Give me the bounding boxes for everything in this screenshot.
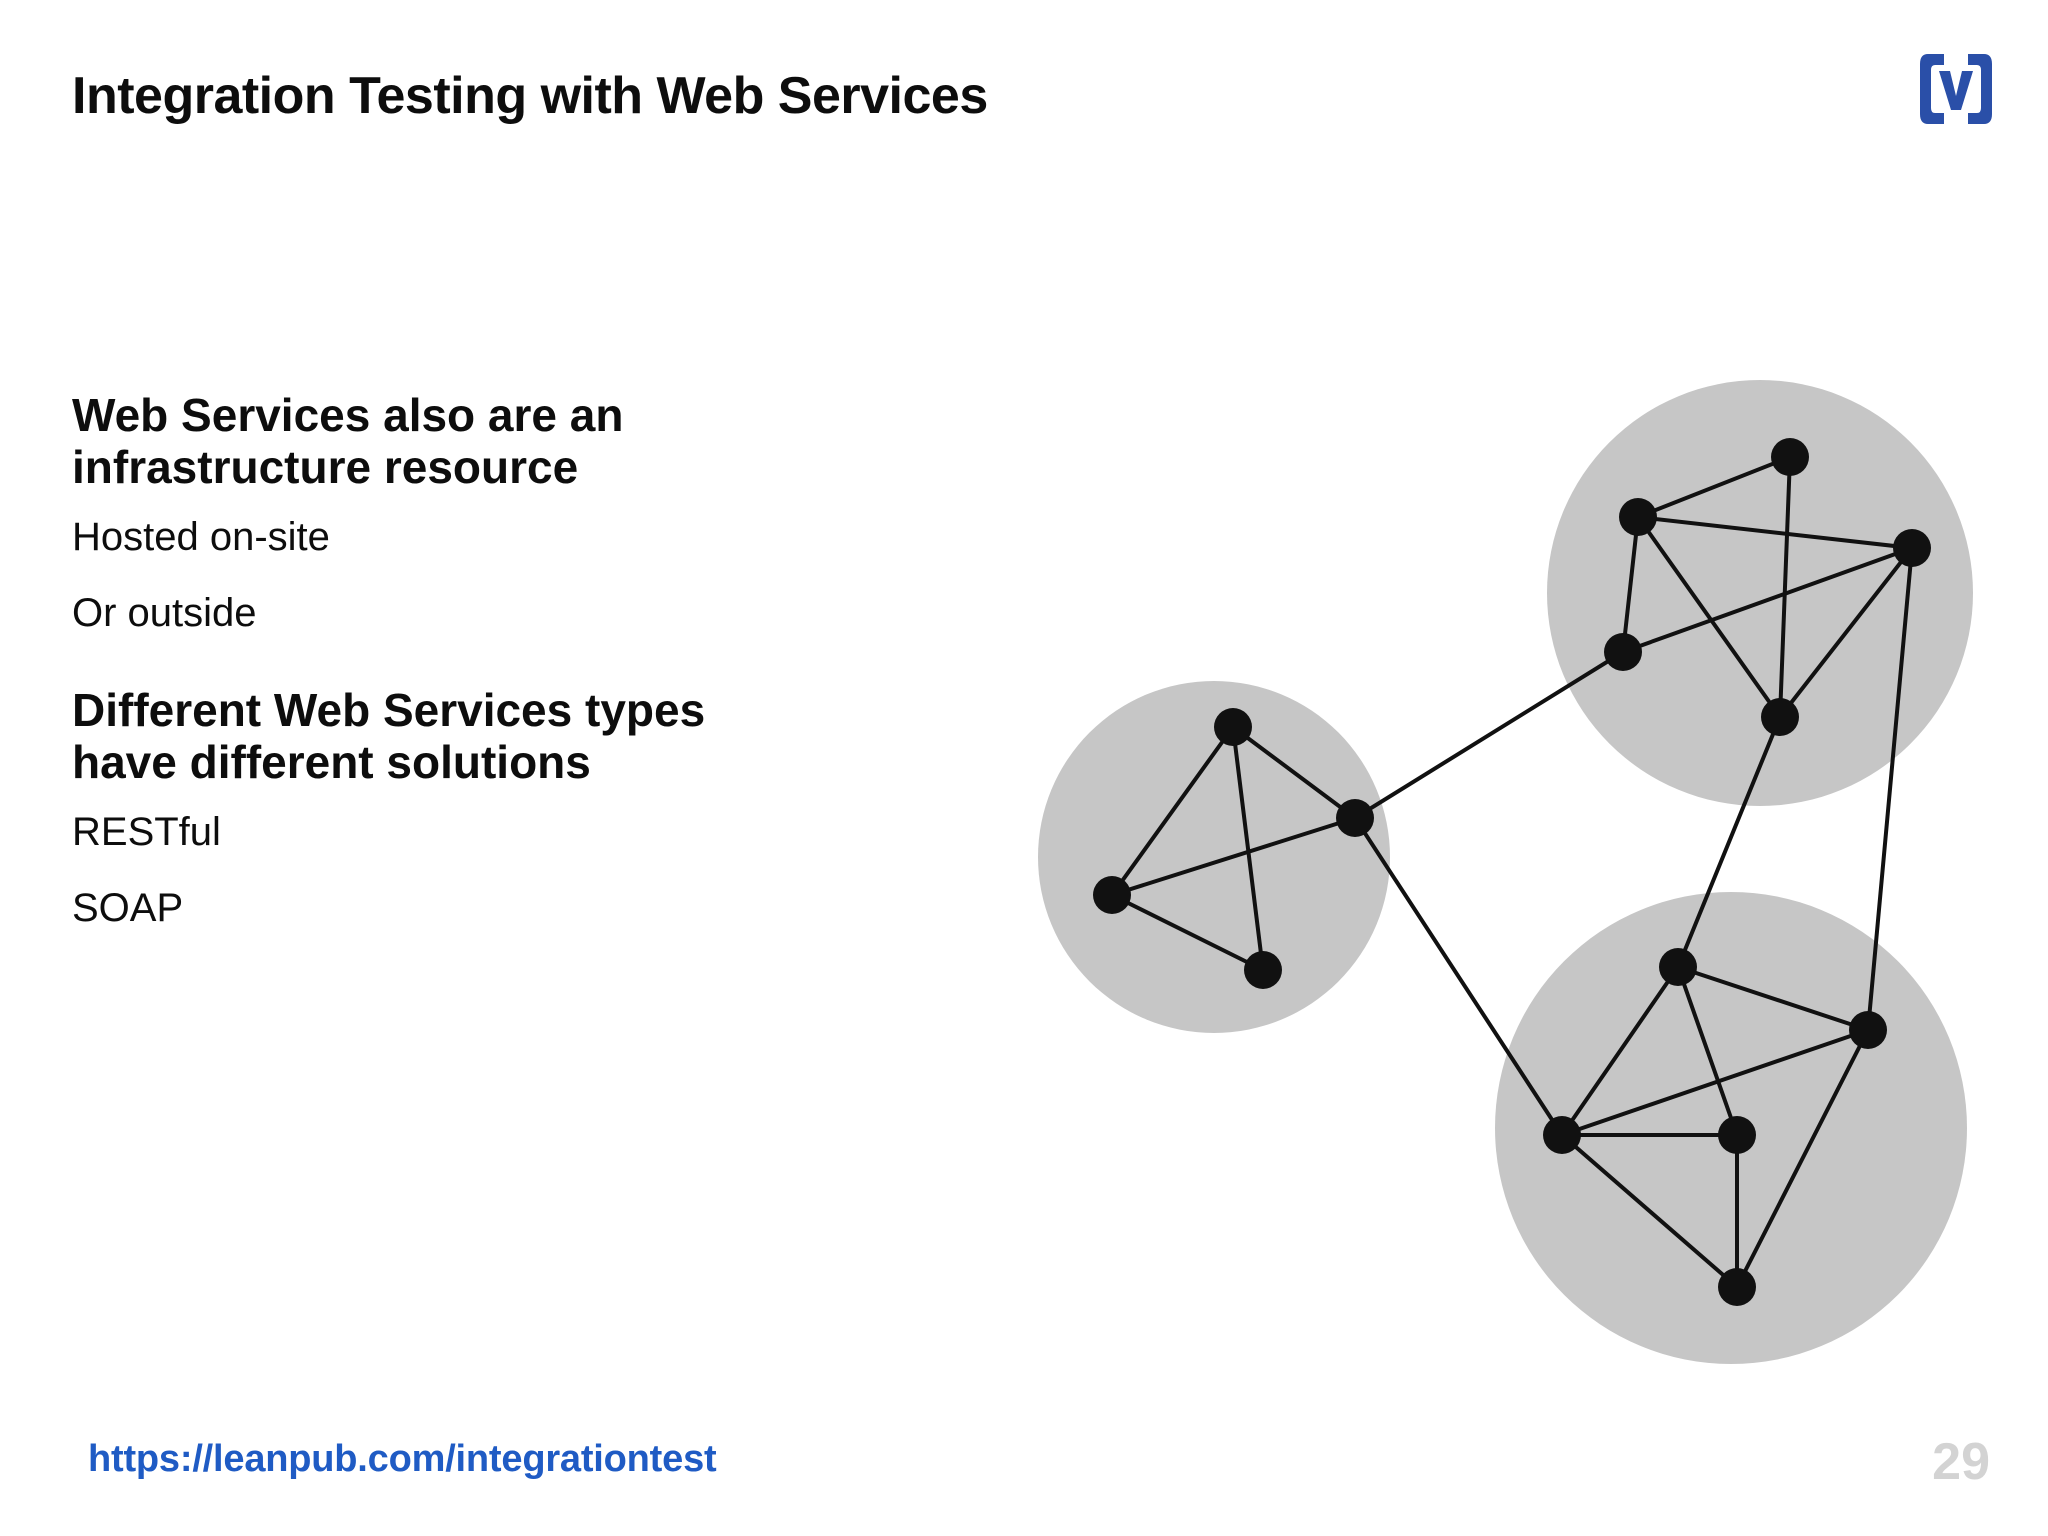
edge-t5-b1 (1676, 715, 1782, 969)
edge-t1-t5 (1778, 455, 1792, 719)
node-t5 (1761, 698, 1799, 736)
network-edges (1110, 455, 1914, 1289)
edge-l1-l2 (1231, 725, 1357, 820)
edge-t3-t5 (1778, 546, 1914, 719)
edge-t2-t3 (1636, 515, 1914, 550)
edge-b3-b5 (1560, 1133, 1739, 1289)
page-number: 29 (1932, 1433, 1990, 1491)
page-title: Integration Testing with Web Services (72, 67, 988, 125)
edge-l2-b3 (1353, 816, 1564, 1137)
edge-b1-b2 (1676, 965, 1870, 1032)
brackets-v-logo (1918, 50, 1994, 128)
edge-b2-b3 (1560, 1028, 1870, 1137)
network-nodes (1093, 438, 1931, 1306)
node-l4 (1244, 951, 1282, 989)
footer-url-link[interactable]: https://leanpub.com/integrationtest (88, 1438, 717, 1480)
block-spacer (72, 651, 832, 685)
bullet-item: RESTful (72, 810, 221, 855)
node-t3 (1893, 529, 1931, 567)
node-t1 (1771, 438, 1809, 476)
block-heading: Web Services also are an infrastructure … (72, 389, 624, 493)
node-b1 (1659, 948, 1697, 986)
node-l2 (1336, 799, 1374, 837)
edge-l1-l4 (1231, 725, 1265, 972)
edge-l1-l3 (1110, 725, 1235, 897)
node-t2 (1619, 498, 1657, 536)
edge-t2-t5 (1636, 515, 1782, 719)
content-block-1: Web Services also are an infrastructure … (72, 389, 832, 651)
content-body: Web Services also are an infrastructure … (72, 389, 832, 946)
edge-t1-t2 (1636, 455, 1792, 519)
clustered-network-diagram (1000, 340, 2010, 1400)
content-block-2: Different Web Services types have differ… (72, 684, 832, 946)
edge-l2-l3 (1110, 816, 1357, 897)
cluster-circle-top-right (1547, 380, 1973, 806)
edge-t2-t4 (1621, 515, 1640, 654)
node-b4 (1718, 1116, 1756, 1154)
node-b2 (1849, 1011, 1887, 1049)
node-t4 (1604, 633, 1642, 671)
cluster-circles (1038, 380, 1973, 1364)
bullet-item: SOAP (72, 886, 184, 931)
edge-b2-b5 (1735, 1028, 1870, 1289)
block-heading: Different Web Services types have differ… (72, 684, 706, 788)
bullet-item: Hosted on-site (72, 515, 330, 560)
edge-l3-l4 (1110, 893, 1265, 972)
node-b5 (1718, 1268, 1756, 1306)
edge-t3-b2 (1866, 546, 1914, 1032)
node-b3 (1543, 1116, 1581, 1154)
node-l3 (1093, 876, 1131, 914)
bullet-item: Or outside (72, 591, 257, 636)
edge-b1-b4 (1676, 965, 1739, 1137)
edge-t4-l2 (1353, 650, 1625, 820)
edge-t3-t4 (1621, 546, 1914, 654)
edge-b1-b3 (1560, 965, 1680, 1137)
node-l1 (1214, 708, 1252, 746)
cluster-circle-left (1038, 681, 1390, 1033)
